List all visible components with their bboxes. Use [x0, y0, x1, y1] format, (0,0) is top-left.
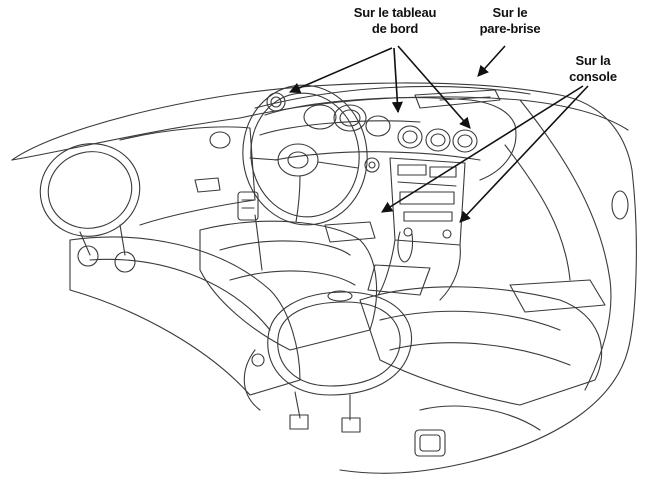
gear-shifter: [397, 231, 414, 263]
driver-seatback: [69, 236, 301, 396]
driver-seat: [199, 220, 378, 351]
label-dashboard-line2: de bord: [371, 21, 419, 36]
passenger-headrest: [267, 291, 412, 396]
right-door-trim: [519, 99, 612, 391]
left-vent: [266, 92, 286, 112]
car-body-outline: [11, 82, 637, 474]
driver-headrest: [39, 143, 141, 237]
label-windshield-line1: Sur le: [492, 5, 528, 20]
arrow-dash-center: [391, 47, 403, 114]
label-windshield: Sur le pare-brise: [465, 5, 555, 37]
right-door-inner: [504, 144, 571, 281]
arrow-dash-right: [397, 45, 471, 129]
label-windshield-line2: pare-brise: [479, 21, 541, 36]
label-dashboard-line1: Sur le tableau: [353, 5, 437, 20]
arrow-console-left: [381, 85, 584, 213]
arrow-dash-left: [288, 47, 393, 94]
arrow-windshield: [477, 45, 506, 77]
label-console-line2: console: [569, 69, 617, 84]
label-console-line1: Sur la: [575, 53, 611, 68]
center-vent-2: [425, 128, 451, 152]
left-door-panel: [119, 126, 256, 226]
center-vent-3: [452, 129, 478, 153]
rear-cupholder: [414, 429, 446, 457]
windshield-base: [239, 96, 629, 131]
label-console: Sur la console: [558, 53, 628, 85]
dashboard-outline: [264, 97, 517, 181]
label-dashboard: Sur le tableau de bord: [340, 5, 450, 37]
left-door-top: [11, 117, 241, 161]
arrow-console-right: [459, 85, 589, 223]
passenger-seat: [359, 286, 603, 406]
passenger-floor-mat: [509, 279, 606, 313]
center-vent-1: [397, 125, 423, 149]
callout-arrows: [288, 45, 589, 223]
